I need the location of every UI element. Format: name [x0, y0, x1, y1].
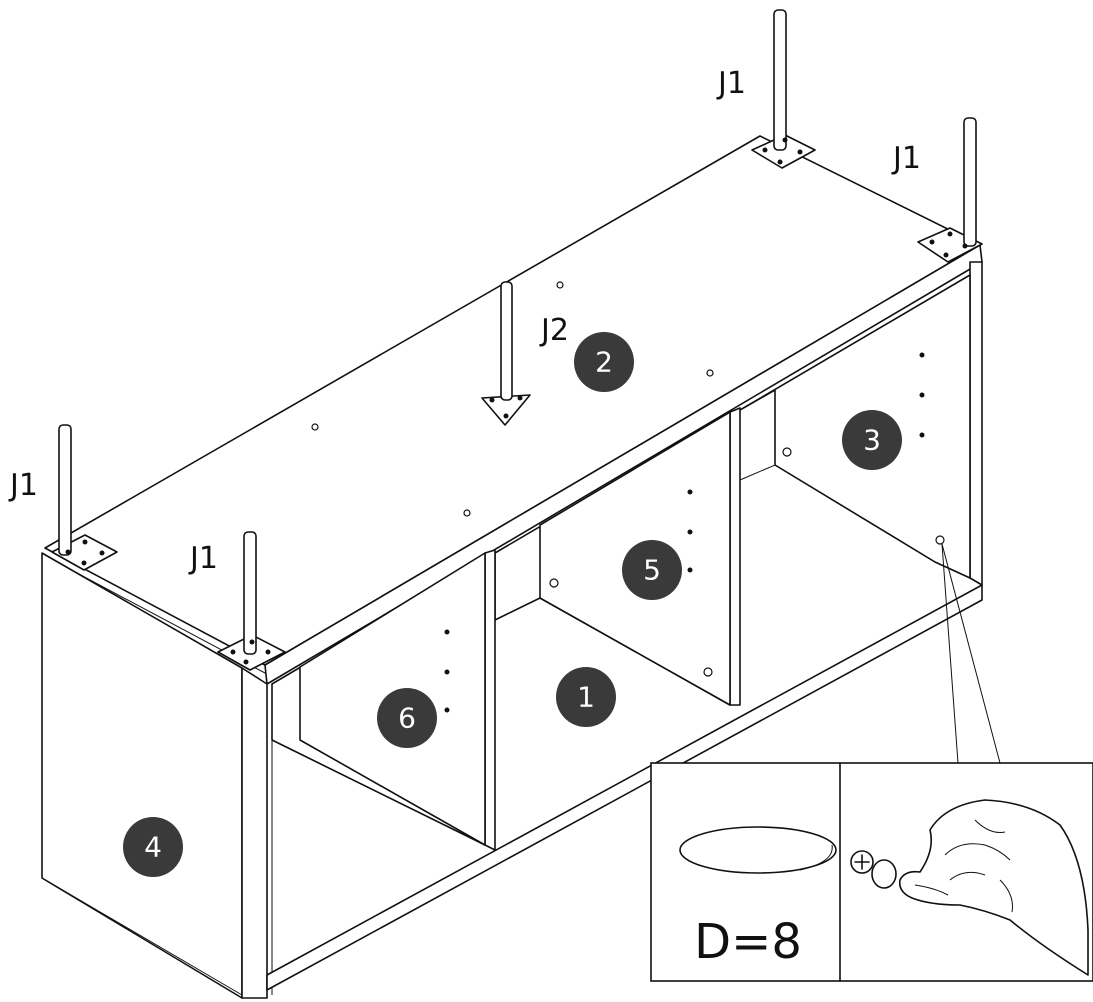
leg-top-right [751, 9, 816, 169]
leg-front [217, 531, 286, 671]
leg-right [917, 117, 983, 263]
svg-text:6: 6 [398, 702, 416, 735]
svg-text:1: 1 [577, 681, 595, 714]
hole-cover-disc [679, 826, 837, 874]
part-badge-5: 5 [622, 540, 682, 600]
hand-icon [898, 799, 1089, 976]
svg-text:5: 5 [643, 554, 661, 587]
divider-right [729, 407, 741, 706]
svg-text:4: 4 [144, 831, 162, 864]
right-side-edge [969, 261, 983, 586]
leg-left [51, 424, 118, 571]
divider-left [484, 549, 496, 851]
dimension-label: D=8 [694, 914, 802, 970]
label-leg-left: J1 [8, 468, 38, 503]
svg-text:3: 3 [863, 424, 881, 457]
part-badge-2: 2 [574, 332, 634, 392]
left-side-edge [241, 667, 268, 999]
bottom-panel-edge [266, 584, 983, 991]
screw-head-icon [850, 850, 874, 874]
label-leg-front: J1 [188, 541, 218, 576]
part-badge-4: 4 [123, 817, 183, 877]
leg-center [481, 281, 531, 426]
hole-cover-cap [871, 859, 897, 889]
label-leg-center: J2 [539, 313, 569, 348]
part-badge-6: 6 [377, 688, 437, 748]
part-badge-3: 3 [842, 410, 902, 470]
label-leg-top-right: J1 [716, 66, 746, 101]
svg-text:2: 2 [595, 346, 613, 379]
part-badge-1: 1 [556, 667, 616, 727]
detail-callout: D=8 [650, 762, 1093, 982]
label-leg-right: J1 [891, 141, 921, 176]
